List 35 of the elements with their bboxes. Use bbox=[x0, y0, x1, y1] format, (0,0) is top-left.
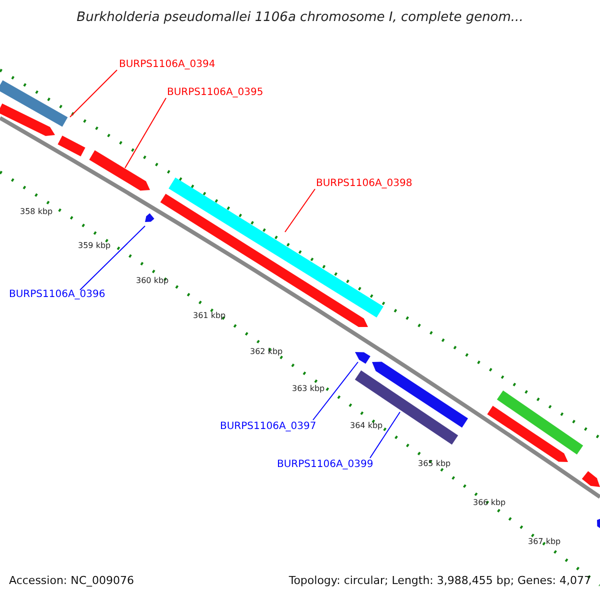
scale-label: 367 kbp bbox=[528, 537, 561, 546]
title: Burkholderia pseudomallei 1106a chromosome I, complete genom... bbox=[76, 10, 524, 25]
gene-feature bbox=[496, 390, 584, 454]
leader-line bbox=[70, 70, 118, 118]
scale-label: 363 kbp bbox=[292, 384, 325, 393]
gene-feature bbox=[0, 80, 68, 127]
footer-text: Topology: circular; Length: 3,988,455 bp; Genes: 4,077 bbox=[288, 574, 591, 587]
leader-line bbox=[370, 412, 400, 458]
leader-line bbox=[124, 98, 166, 168]
scale-label: 365 kbp bbox=[418, 459, 451, 468]
gene-feature bbox=[89, 150, 150, 191]
leader-line bbox=[80, 226, 146, 290]
gene-feature bbox=[487, 406, 568, 462]
gene-feature bbox=[0, 104, 55, 136]
scale-label: 359 kbp bbox=[78, 241, 111, 250]
leader-line bbox=[284, 188, 316, 232]
gene-label: BURPS1106A_0399 bbox=[277, 459, 374, 470]
gene-feature bbox=[58, 136, 86, 156]
scale-label: 360 kbp bbox=[136, 276, 169, 285]
scale-label: 358 kbp bbox=[20, 207, 53, 216]
scale-label: 366 kbp bbox=[473, 498, 506, 507]
gene-feature bbox=[597, 518, 600, 528]
scale-label: 364 kbp bbox=[350, 421, 383, 430]
gene-label: BURPS1106A_0395 bbox=[167, 87, 264, 98]
gene-label: BURPS1106A_0396 bbox=[9, 289, 106, 300]
gene-label: BURPS1106A_0398 bbox=[316, 178, 412, 189]
gene-label: BURPS1106A_0394 bbox=[119, 59, 216, 70]
scale-label: 361 kbp bbox=[193, 311, 226, 320]
gene-feature bbox=[582, 471, 600, 487]
gene-feature bbox=[145, 213, 154, 222]
scale-label: 362 kbp bbox=[250, 347, 283, 356]
leader-line bbox=[312, 362, 358, 420]
footer-text: Accession: NC_009076 bbox=[9, 574, 134, 587]
gene-feature bbox=[355, 352, 370, 364]
gene-label: BURPS1106A_0397 bbox=[220, 421, 316, 432]
